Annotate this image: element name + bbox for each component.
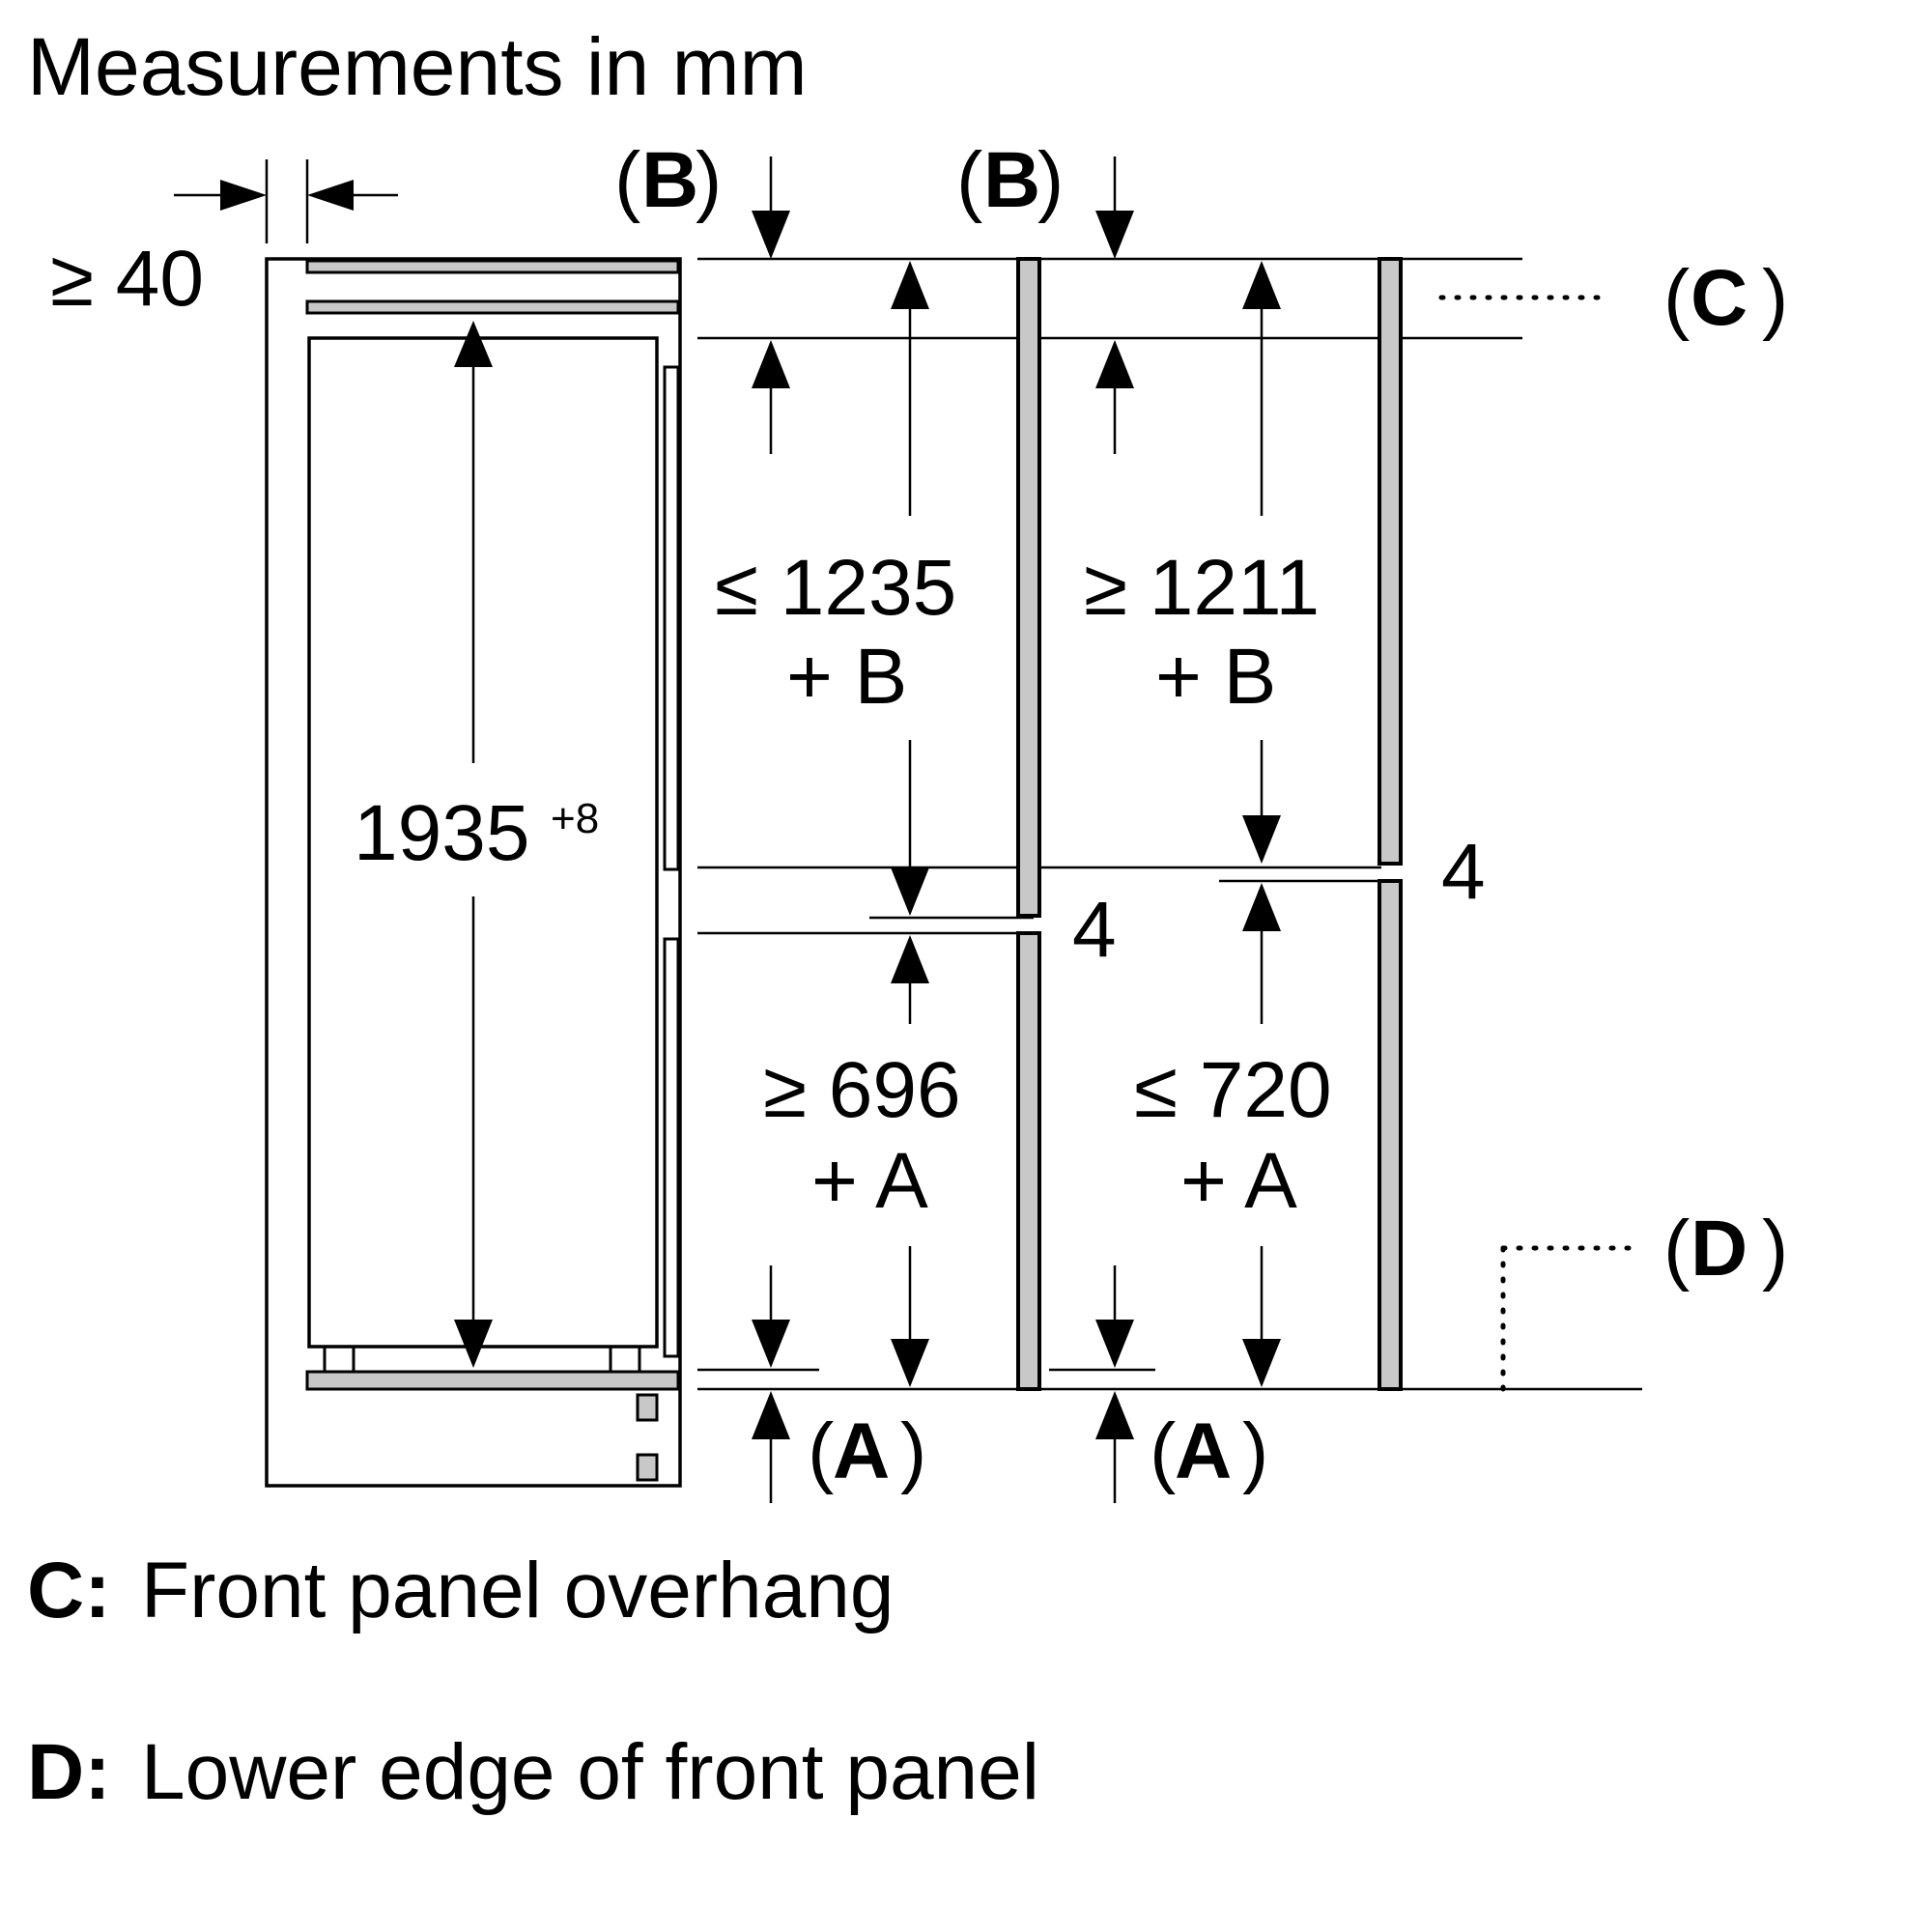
upper-left-plus: + B (786, 633, 907, 721)
svg-text:): ) (900, 1407, 926, 1495)
svg-text:): ) (1762, 1205, 1788, 1293)
legend-text-c: Front panel overhang (141, 1547, 895, 1634)
svg-text:A: A (833, 1407, 890, 1495)
lower-right-value: ≤ 720 (1134, 1046, 1332, 1134)
svg-text:B: B (983, 136, 1040, 224)
marker-b-right: ( B ) (956, 136, 1134, 259)
min-gap-label: ≥ 40 (50, 235, 204, 323)
svg-text:(: ( (614, 136, 640, 224)
legend-text-d: Lower edge of front panel (141, 1728, 1039, 1816)
min-gap-dimension: ≥ 40 (50, 159, 398, 323)
svg-text:D: D (1690, 1205, 1747, 1293)
gap-right-label: 4 (1441, 828, 1486, 916)
height-dimension: 1935 +8 (354, 321, 599, 1368)
upper-right-value: ≥ 1211 (1084, 544, 1320, 632)
svg-text:(: ( (1663, 1205, 1690, 1293)
lower-right-dimension: ≤ 720 + A (1134, 883, 1332, 1387)
front-panel-lower-left (1016, 931, 1041, 1391)
front-panel-upper-left (1016, 257, 1041, 918)
marker-b-left: ( B ) (614, 136, 790, 259)
height-label: 1935 (354, 789, 529, 877)
upper-right-plus: + B (1155, 633, 1276, 721)
gap-left-label: 4 (1072, 886, 1117, 974)
marker-a-right: ( A ) (1095, 1391, 1268, 1503)
svg-text:B: B (641, 136, 698, 224)
svg-text:): ) (1037, 136, 1064, 224)
svg-text:(: ( (1663, 254, 1690, 342)
svg-text:C: C (1690, 254, 1747, 342)
upper-left-value: ≤ 1235 (715, 544, 956, 632)
lower-right-plus: + A (1180, 1137, 1297, 1225)
lower-left-dimension: ≥ 696 + A (763, 935, 961, 1387)
b-offset-arrows (752, 340, 1134, 454)
svg-text:(: ( (808, 1407, 834, 1495)
lower-left-value: ≥ 696 (763, 1046, 961, 1134)
svg-text:): ) (1242, 1407, 1268, 1495)
upper-left-dimension: ≤ 1235 + B (715, 261, 956, 916)
lower-left-plus: + A (811, 1137, 928, 1225)
height-tolerance: +8 (551, 795, 599, 842)
marker-d: ( D ) (1500, 1205, 1788, 1394)
front-panel-upper-right (1378, 257, 1403, 866)
appliance-cabinet (265, 257, 682, 1488)
svg-text:A: A (1175, 1407, 1232, 1495)
svg-text:): ) (696, 136, 722, 224)
legend: C: Front panel overhang D: Lower edge of… (27, 1547, 1039, 1816)
a-offset-arrows-down (752, 1265, 1134, 1368)
svg-text:): ) (1762, 254, 1788, 342)
front-panel-lower-right (1378, 879, 1403, 1391)
legend-key-d: D: (27, 1728, 111, 1816)
front-panels (1016, 257, 1403, 1391)
legend-key-c: C: (27, 1547, 111, 1634)
svg-text:(: ( (956, 136, 982, 224)
diagram-title: Measurements in mm (27, 21, 808, 112)
marker-a-left: ( A ) (752, 1391, 926, 1503)
upper-right-dimension: ≥ 1211 + B (1084, 261, 1320, 864)
marker-c: ( C ) (1438, 254, 1788, 342)
svg-text:(: ( (1150, 1407, 1176, 1495)
